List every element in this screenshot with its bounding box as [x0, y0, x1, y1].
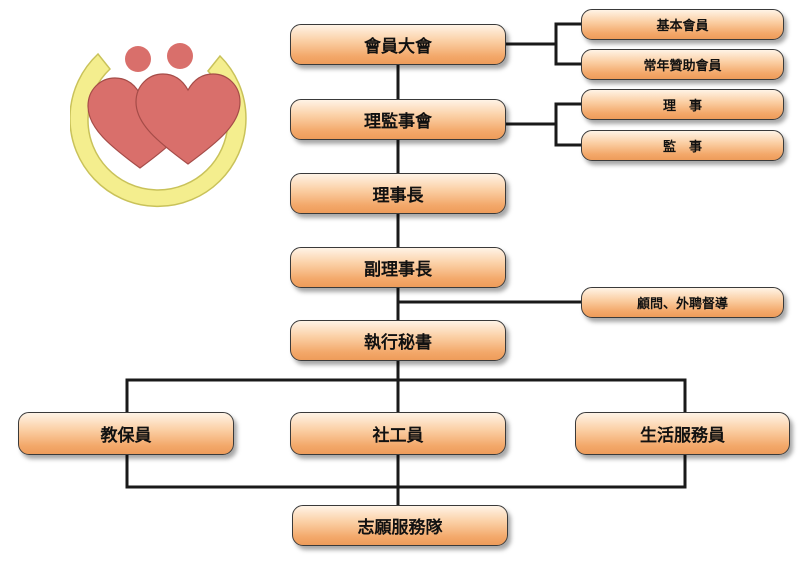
- node-basic-member: 基本會員: [581, 9, 784, 40]
- node-director-label: 理 事: [662, 99, 702, 114]
- node-advisors: 顧問、外聘督導: [581, 287, 784, 318]
- logo-ring: [70, 52, 247, 208]
- node-board-directors-label: 理監事會: [364, 112, 432, 132]
- node-general-assembly-label: 會員大會: [364, 37, 432, 57]
- node-board-directors: 理監事會: [290, 99, 506, 140]
- node-volunteer-team-label: 志願服務隊: [357, 518, 443, 538]
- node-caregiver-label: 教保員: [100, 426, 152, 446]
- node-supervisor: 監 事: [581, 130, 784, 161]
- node-general-assembly: 會員大會: [290, 24, 506, 65]
- logo-heart-front: [135, 73, 241, 165]
- node-volunteer-team: 志願服務隊: [292, 505, 508, 546]
- node-social-worker-label: 社工員: [372, 426, 424, 446]
- node-supervisor-label: 監 事: [662, 140, 702, 155]
- node-vice-chairman: 副理事長: [290, 247, 506, 288]
- node-advisors-label: 顧問、外聘督導: [636, 297, 728, 312]
- logo-head-right: [167, 43, 193, 69]
- node-basic-member-label: 基本會員: [656, 19, 709, 34]
- node-life-service: 生活服務員: [575, 412, 790, 455]
- organization-logo: [70, 43, 247, 208]
- node-social-worker: 社工員: [290, 412, 506, 455]
- node-life-service-label: 生活服務員: [640, 426, 725, 446]
- node-caregiver: 教保員: [18, 412, 234, 455]
- node-exec-secretary: 執行秘書: [290, 320, 506, 361]
- logo-head-left: [125, 46, 151, 72]
- node-vice-chairman-label: 副理事長: [364, 260, 432, 280]
- node-sponsor-member: 常年贊助會員: [581, 49, 784, 80]
- node-sponsor-member-label: 常年贊助會員: [643, 59, 722, 74]
- node-chairman-label: 理事長: [372, 186, 424, 206]
- node-chairman: 理事長: [290, 173, 506, 214]
- node-exec-secretary-label: 執行秘書: [364, 333, 432, 353]
- node-director: 理 事: [581, 89, 784, 120]
